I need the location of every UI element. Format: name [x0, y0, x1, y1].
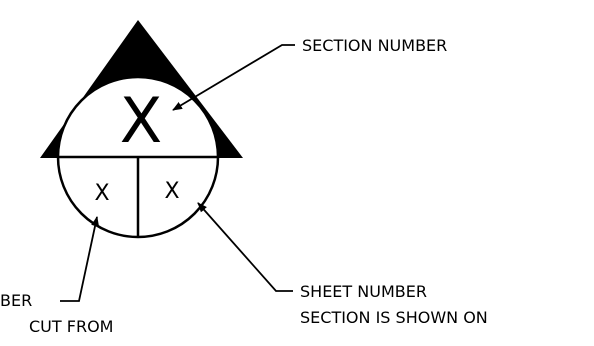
- sheet-shown-on-label-line2: SECTION IS SHOWN ON: [300, 308, 488, 327]
- section-number-value: X: [120, 84, 162, 157]
- sheet-cut-from-label-line2: CUT FROM: [29, 317, 113, 336]
- sheet-cut-from-label-line1: BER: [0, 291, 32, 310]
- sheet-shown-on-leader: [197, 202, 293, 292]
- section-number-leader: [172, 44, 295, 111]
- sheet-shown-on-value: X: [164, 179, 179, 204]
- sheet-shown-on-label-line1: SHEET NUMBER: [300, 282, 427, 301]
- sheet-cut-from-value: X: [94, 181, 109, 206]
- sheet-cut-from-leader: [60, 216, 100, 302]
- section-number-label: SECTION NUMBER: [302, 36, 447, 55]
